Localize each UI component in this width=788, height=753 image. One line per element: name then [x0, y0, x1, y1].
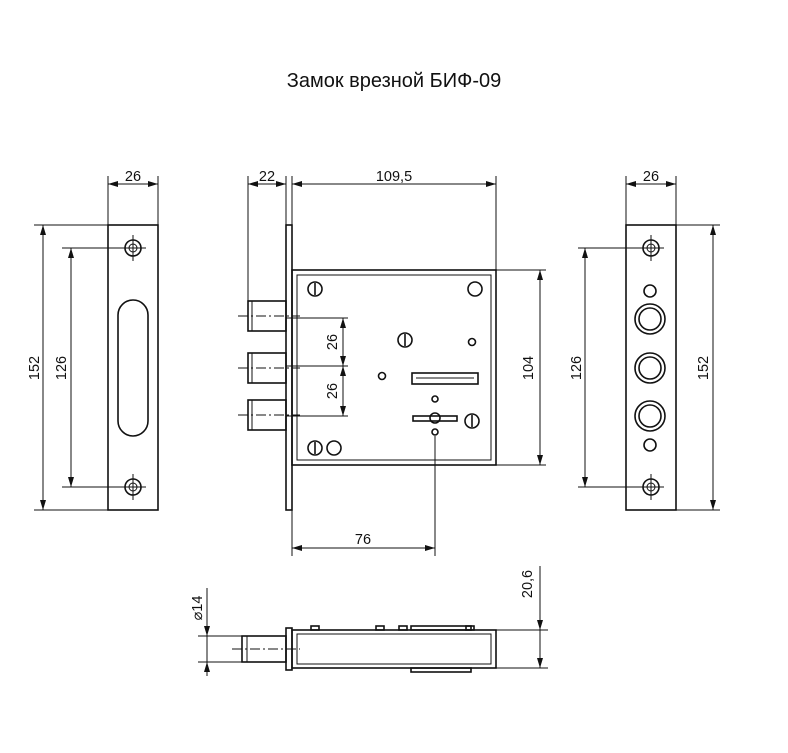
lock-side-view: ⌀14 20,6	[190, 566, 548, 676]
strike-plate-bolt-hole-bottom	[634, 400, 666, 432]
strike-plate-hole-spacing-label: 126	[569, 356, 585, 380]
bolt-top	[238, 300, 300, 332]
case-latch-slot	[411, 372, 479, 385]
case-pin-right	[467, 337, 477, 347]
bolt-projection-label: 22	[259, 169, 275, 185]
case-screw-top-left	[307, 281, 323, 297]
bolt-diameter-label: ⌀14	[190, 596, 206, 621]
bolt-spacing-upper-label: 26	[325, 334, 341, 350]
strike-plate-height-label: 152	[696, 356, 712, 380]
strike-plate-width-label: 26	[643, 169, 659, 185]
left-hole-spacing-label: 126	[54, 356, 70, 380]
case-hole-top-right	[467, 281, 483, 297]
case-screw-right	[464, 413, 480, 429]
bolt-spacing-lower-label: 26	[325, 383, 341, 399]
left-faceplate-view: 26 152 126	[27, 169, 159, 511]
case-height-label: 104	[521, 356, 537, 380]
left-faceplate-width-label: 26	[125, 169, 141, 185]
strike-plate-bolt-hole-middle	[634, 352, 666, 384]
side-bolt	[232, 635, 300, 663]
lock-case	[291, 269, 497, 466]
strike-plate-small-hole-top	[643, 284, 657, 298]
strike-plate-outline	[625, 224, 677, 511]
keyhole	[412, 412, 458, 436]
case-pin-left	[377, 371, 387, 381]
lock-body-front-view: 22 109,5 104 26 26 76	[238, 169, 546, 556]
case-width-label: 109,5	[376, 169, 412, 185]
side-bottom-tab	[410, 667, 472, 673]
side-stud-4	[465, 625, 475, 631]
strike-plate-small-hole-bottom	[643, 438, 657, 452]
strike-plate-bolt-hole-top	[634, 303, 666, 335]
right-strike-plate-view: 26 126 152	[569, 169, 720, 511]
case-screw-center	[397, 332, 413, 348]
side-case	[291, 629, 497, 669]
drawing-title: Замок врезной БИФ-09	[286, 70, 502, 92]
case-hole-bottom-left	[326, 440, 342, 456]
left-faceplate-slot	[117, 299, 149, 437]
bolt-middle	[238, 352, 300, 384]
keyhole-pin	[431, 395, 439, 403]
side-case-inner-edge	[296, 633, 492, 665]
backset-label: 76	[355, 532, 371, 548]
front-faceplate	[285, 224, 293, 511]
bolt-bottom	[238, 399, 300, 431]
side-stud-3	[398, 625, 408, 631]
lock-case-inner-edge	[296, 274, 492, 461]
side-latch-tab	[410, 625, 472, 631]
left-faceplate-outline	[107, 224, 159, 511]
left-faceplate-height-label: 152	[27, 356, 43, 380]
side-stud-2	[375, 625, 385, 631]
case-screw-bottom-left	[307, 440, 323, 456]
side-stud-1	[310, 625, 320, 631]
case-thickness-label: 20,6	[520, 570, 536, 598]
